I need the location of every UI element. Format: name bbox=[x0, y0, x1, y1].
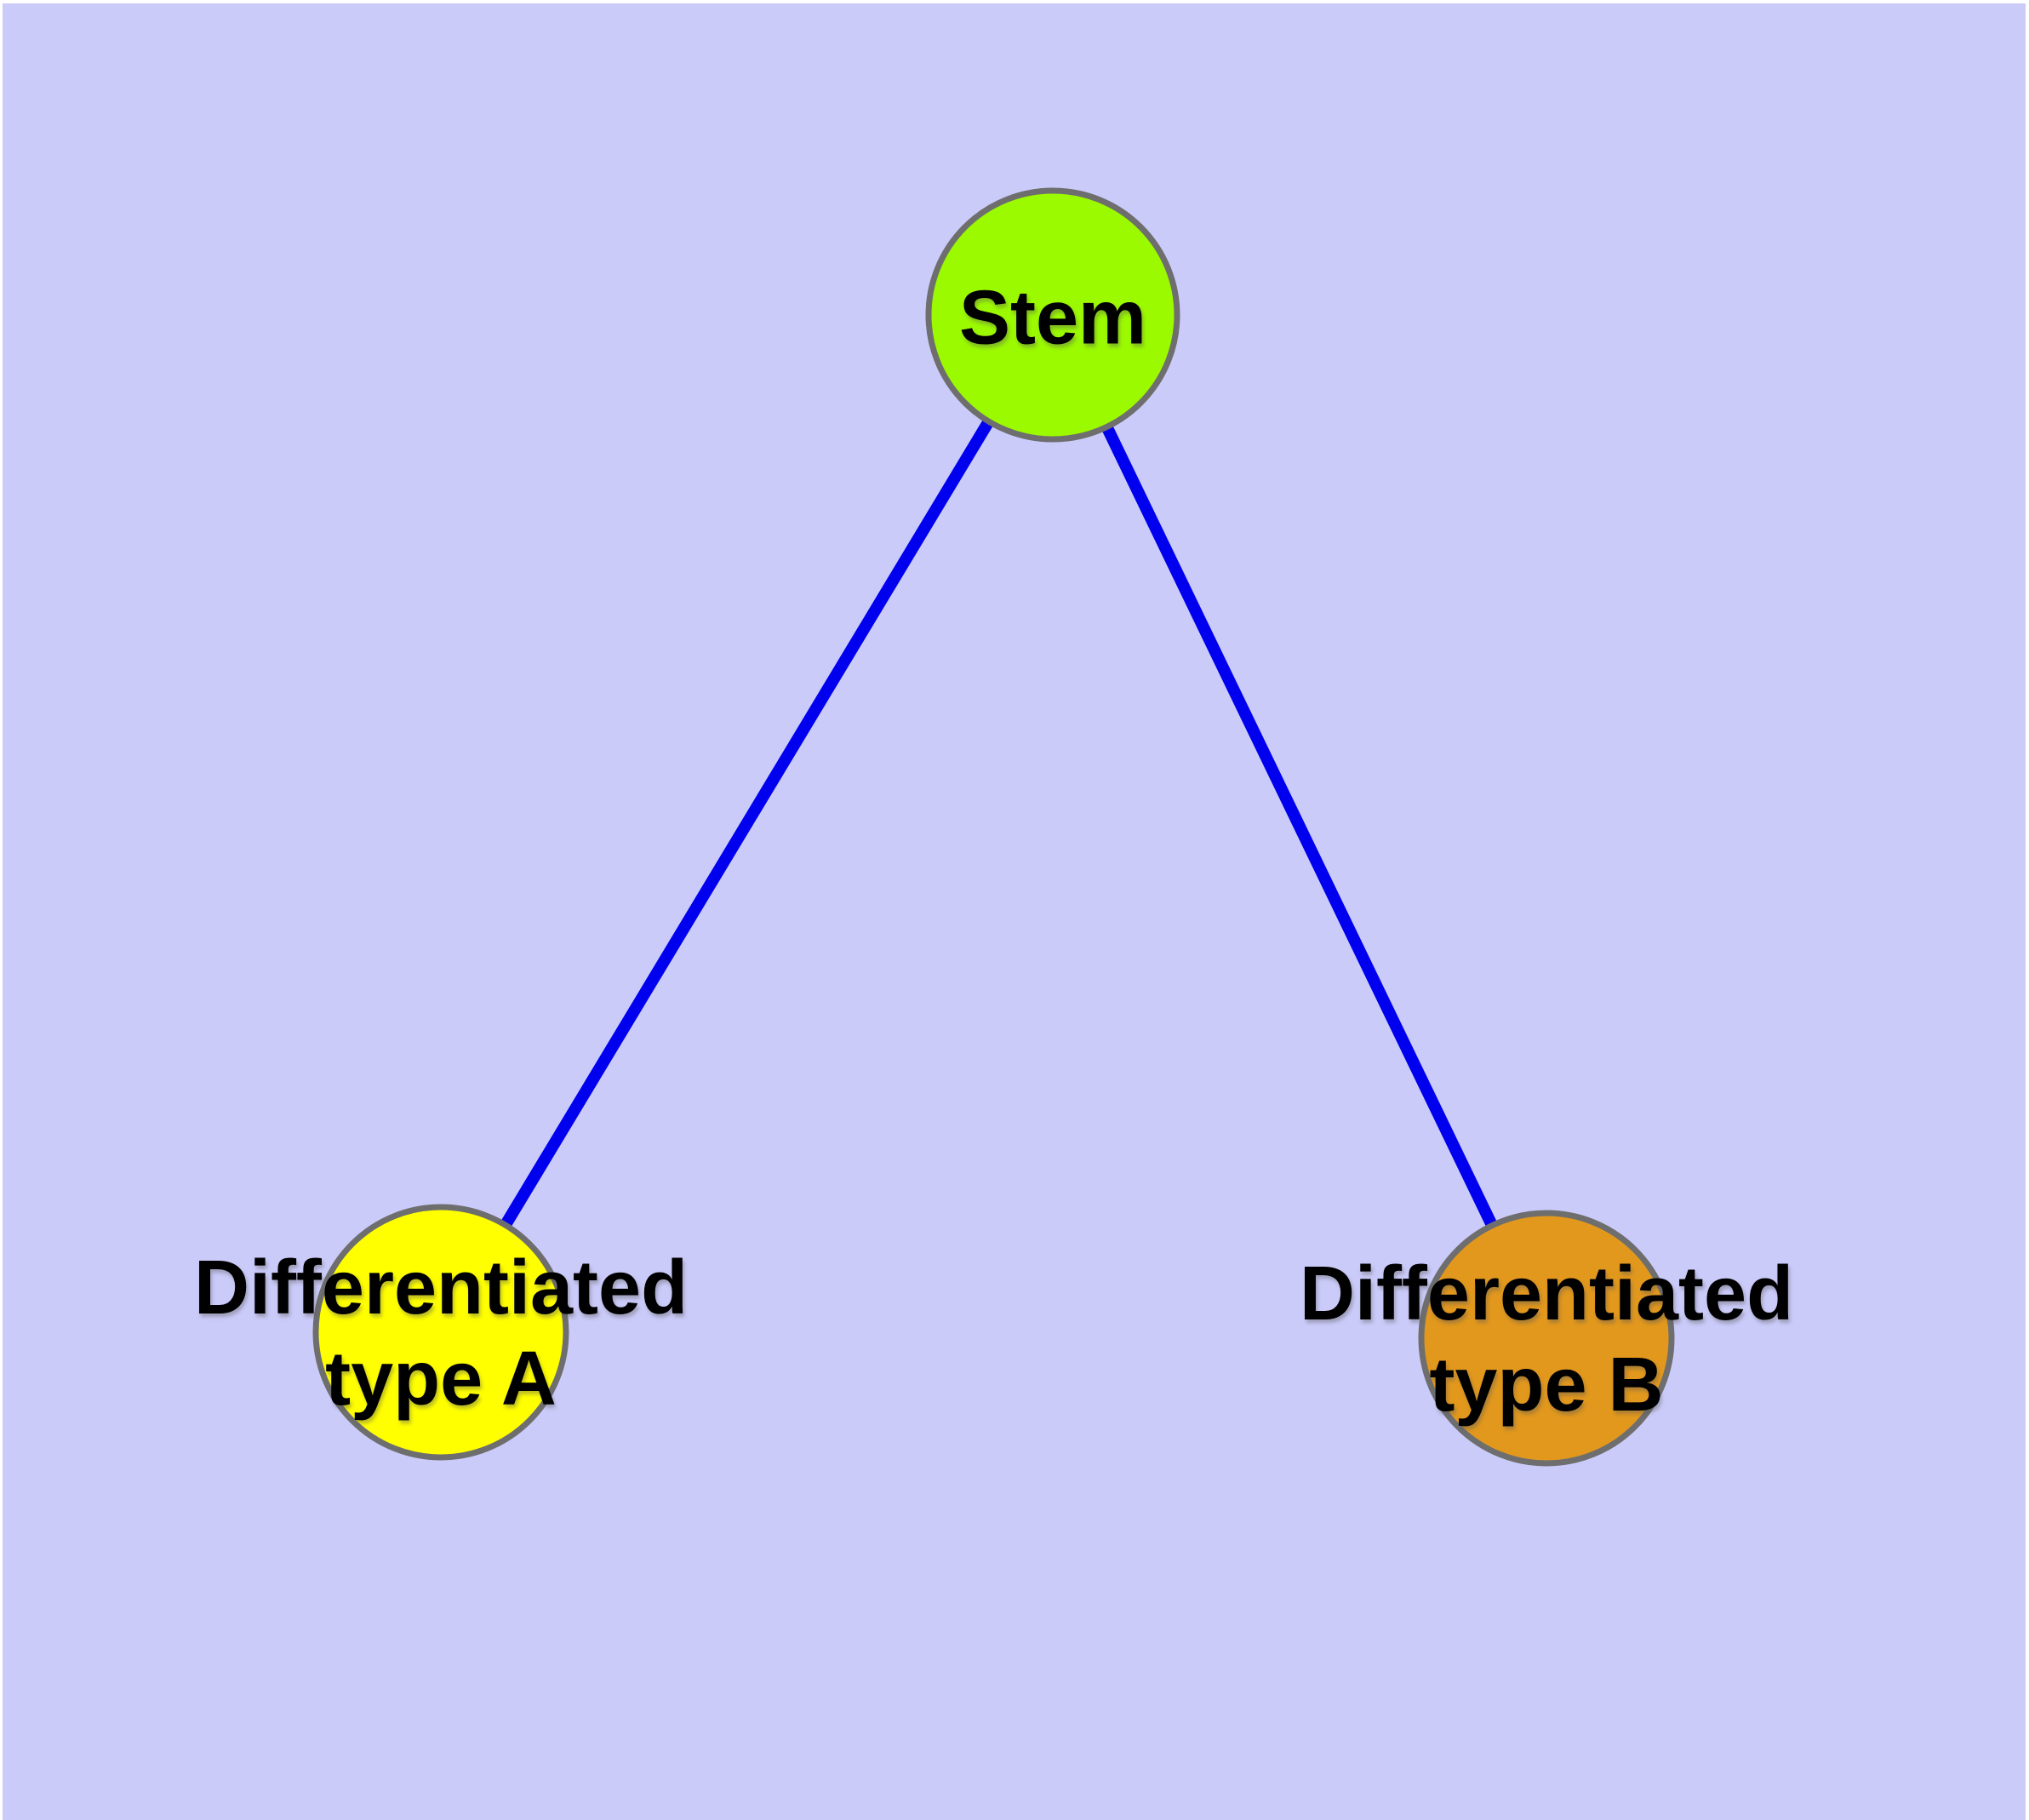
edge-stem-to-type-b bbox=[1047, 312, 1552, 1342]
node-type-b-circle[interactable] bbox=[1418, 1210, 1675, 1467]
node-type-a-circle[interactable] bbox=[312, 1204, 569, 1461]
node-type-b-label: Differentiated type B bbox=[1299, 1251, 1794, 1428]
edge-stem-to-type-a bbox=[436, 312, 1058, 1336]
node-stem-label: Stem bbox=[958, 275, 1147, 361]
node-stem-circle[interactable] bbox=[925, 187, 1180, 443]
node-type-a-label: Differentiated type A bbox=[193, 1245, 689, 1422]
